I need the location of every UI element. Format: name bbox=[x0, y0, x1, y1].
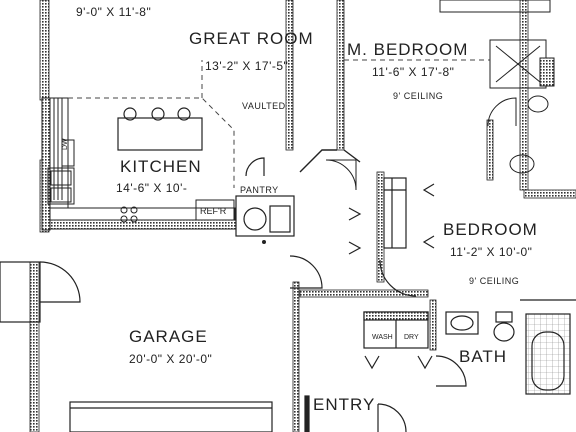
refrigerator-label: REF'R bbox=[200, 206, 227, 216]
kitchen-sink bbox=[47, 167, 75, 205]
garage-title: GARAGE bbox=[129, 327, 208, 346]
entry-title: ENTRY bbox=[313, 395, 376, 414]
dryer-label: DRY bbox=[404, 334, 419, 341]
master-bedroom-size: 11'-6" X 17'-8" bbox=[372, 65, 455, 79]
kitchen-island bbox=[117, 107, 203, 151]
master-bedroom-title: M. BEDROOM bbox=[347, 40, 469, 59]
bath-title: BATH bbox=[459, 347, 508, 366]
refrigerator-box bbox=[195, 199, 235, 221]
pantry bbox=[235, 157, 295, 237]
bedroom-size: 11'-2" X 10'-0" bbox=[450, 245, 533, 259]
great-room-size: 13'-2" X 17'-5" bbox=[205, 59, 289, 73]
bedroom-closet bbox=[383, 177, 407, 249]
pantry-label: PANTRY bbox=[240, 185, 279, 195]
master-bedroom-outline bbox=[343, 59, 490, 148]
bedroom-title: BEDROOM bbox=[443, 220, 538, 239]
master-bedroom-door bbox=[325, 159, 357, 191]
laundry bbox=[363, 311, 467, 387]
dishwasher-label: DW bbox=[62, 138, 69, 150]
master-bedroom-ceiling: 9' CEILING bbox=[393, 91, 444, 101]
garage-size: 20'-0" X 20'-0" bbox=[129, 352, 213, 366]
hall-bath bbox=[445, 299, 576, 395]
water-heater-dot bbox=[262, 240, 266, 244]
range-burners bbox=[120, 206, 138, 223]
top-left-room-size: 9'-0" X 11'-8" bbox=[76, 5, 152, 19]
master-bath bbox=[439, 0, 555, 174]
vaulted-label: VAULTED bbox=[242, 101, 286, 111]
bedroom-door-swings bbox=[348, 183, 435, 297]
exterior-walls bbox=[29, 0, 576, 432]
washer-label: WASH bbox=[372, 334, 393, 341]
vaulted-outline bbox=[68, 60, 235, 188]
kitchen-title: KITCHEN bbox=[120, 157, 202, 176]
bedroom-ceiling: 9' CEILING bbox=[469, 276, 520, 286]
dishwasher-box bbox=[61, 139, 75, 167]
hall-walls bbox=[299, 149, 361, 173]
great-room-title: GREAT ROOM bbox=[189, 29, 314, 48]
garage bbox=[0, 255, 323, 432]
entry bbox=[304, 395, 407, 432]
kitchen-size: 14'-6" X 10'- bbox=[116, 181, 188, 195]
